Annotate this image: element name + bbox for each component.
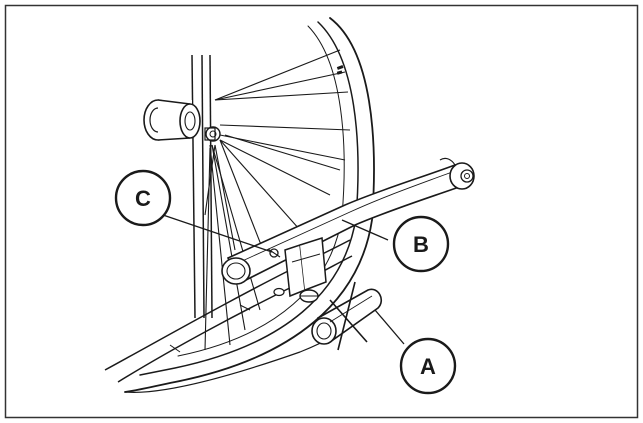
cross-out-mark — [329, 281, 368, 351]
sleeve-part — [311, 288, 383, 345]
callout-c: C — [114, 169, 172, 227]
leader-b — [341, 219, 389, 241]
wheel-hub — [143, 99, 221, 142]
callout-c-label: C — [135, 186, 151, 211]
callout-b-label: B — [413, 232, 429, 257]
rim-inner — [139, 21, 359, 376]
leader-c — [162, 214, 273, 253]
lower-frame-bar — [104, 239, 353, 383]
callout-a-label: A — [420, 354, 436, 379]
diagram-frame — [4, 4, 639, 419]
leader-a — [374, 309, 405, 345]
tire-outer — [124, 17, 375, 393]
frame-tubes — [191, 54, 213, 319]
callout-b: B — [392, 215, 450, 273]
wheel-spokes — [204, 49, 351, 351]
spoke-nipples — [336, 65, 344, 75]
callout-a: A — [399, 337, 457, 395]
hitch-clamp — [267, 237, 327, 303]
leader-lines — [162, 214, 405, 345]
